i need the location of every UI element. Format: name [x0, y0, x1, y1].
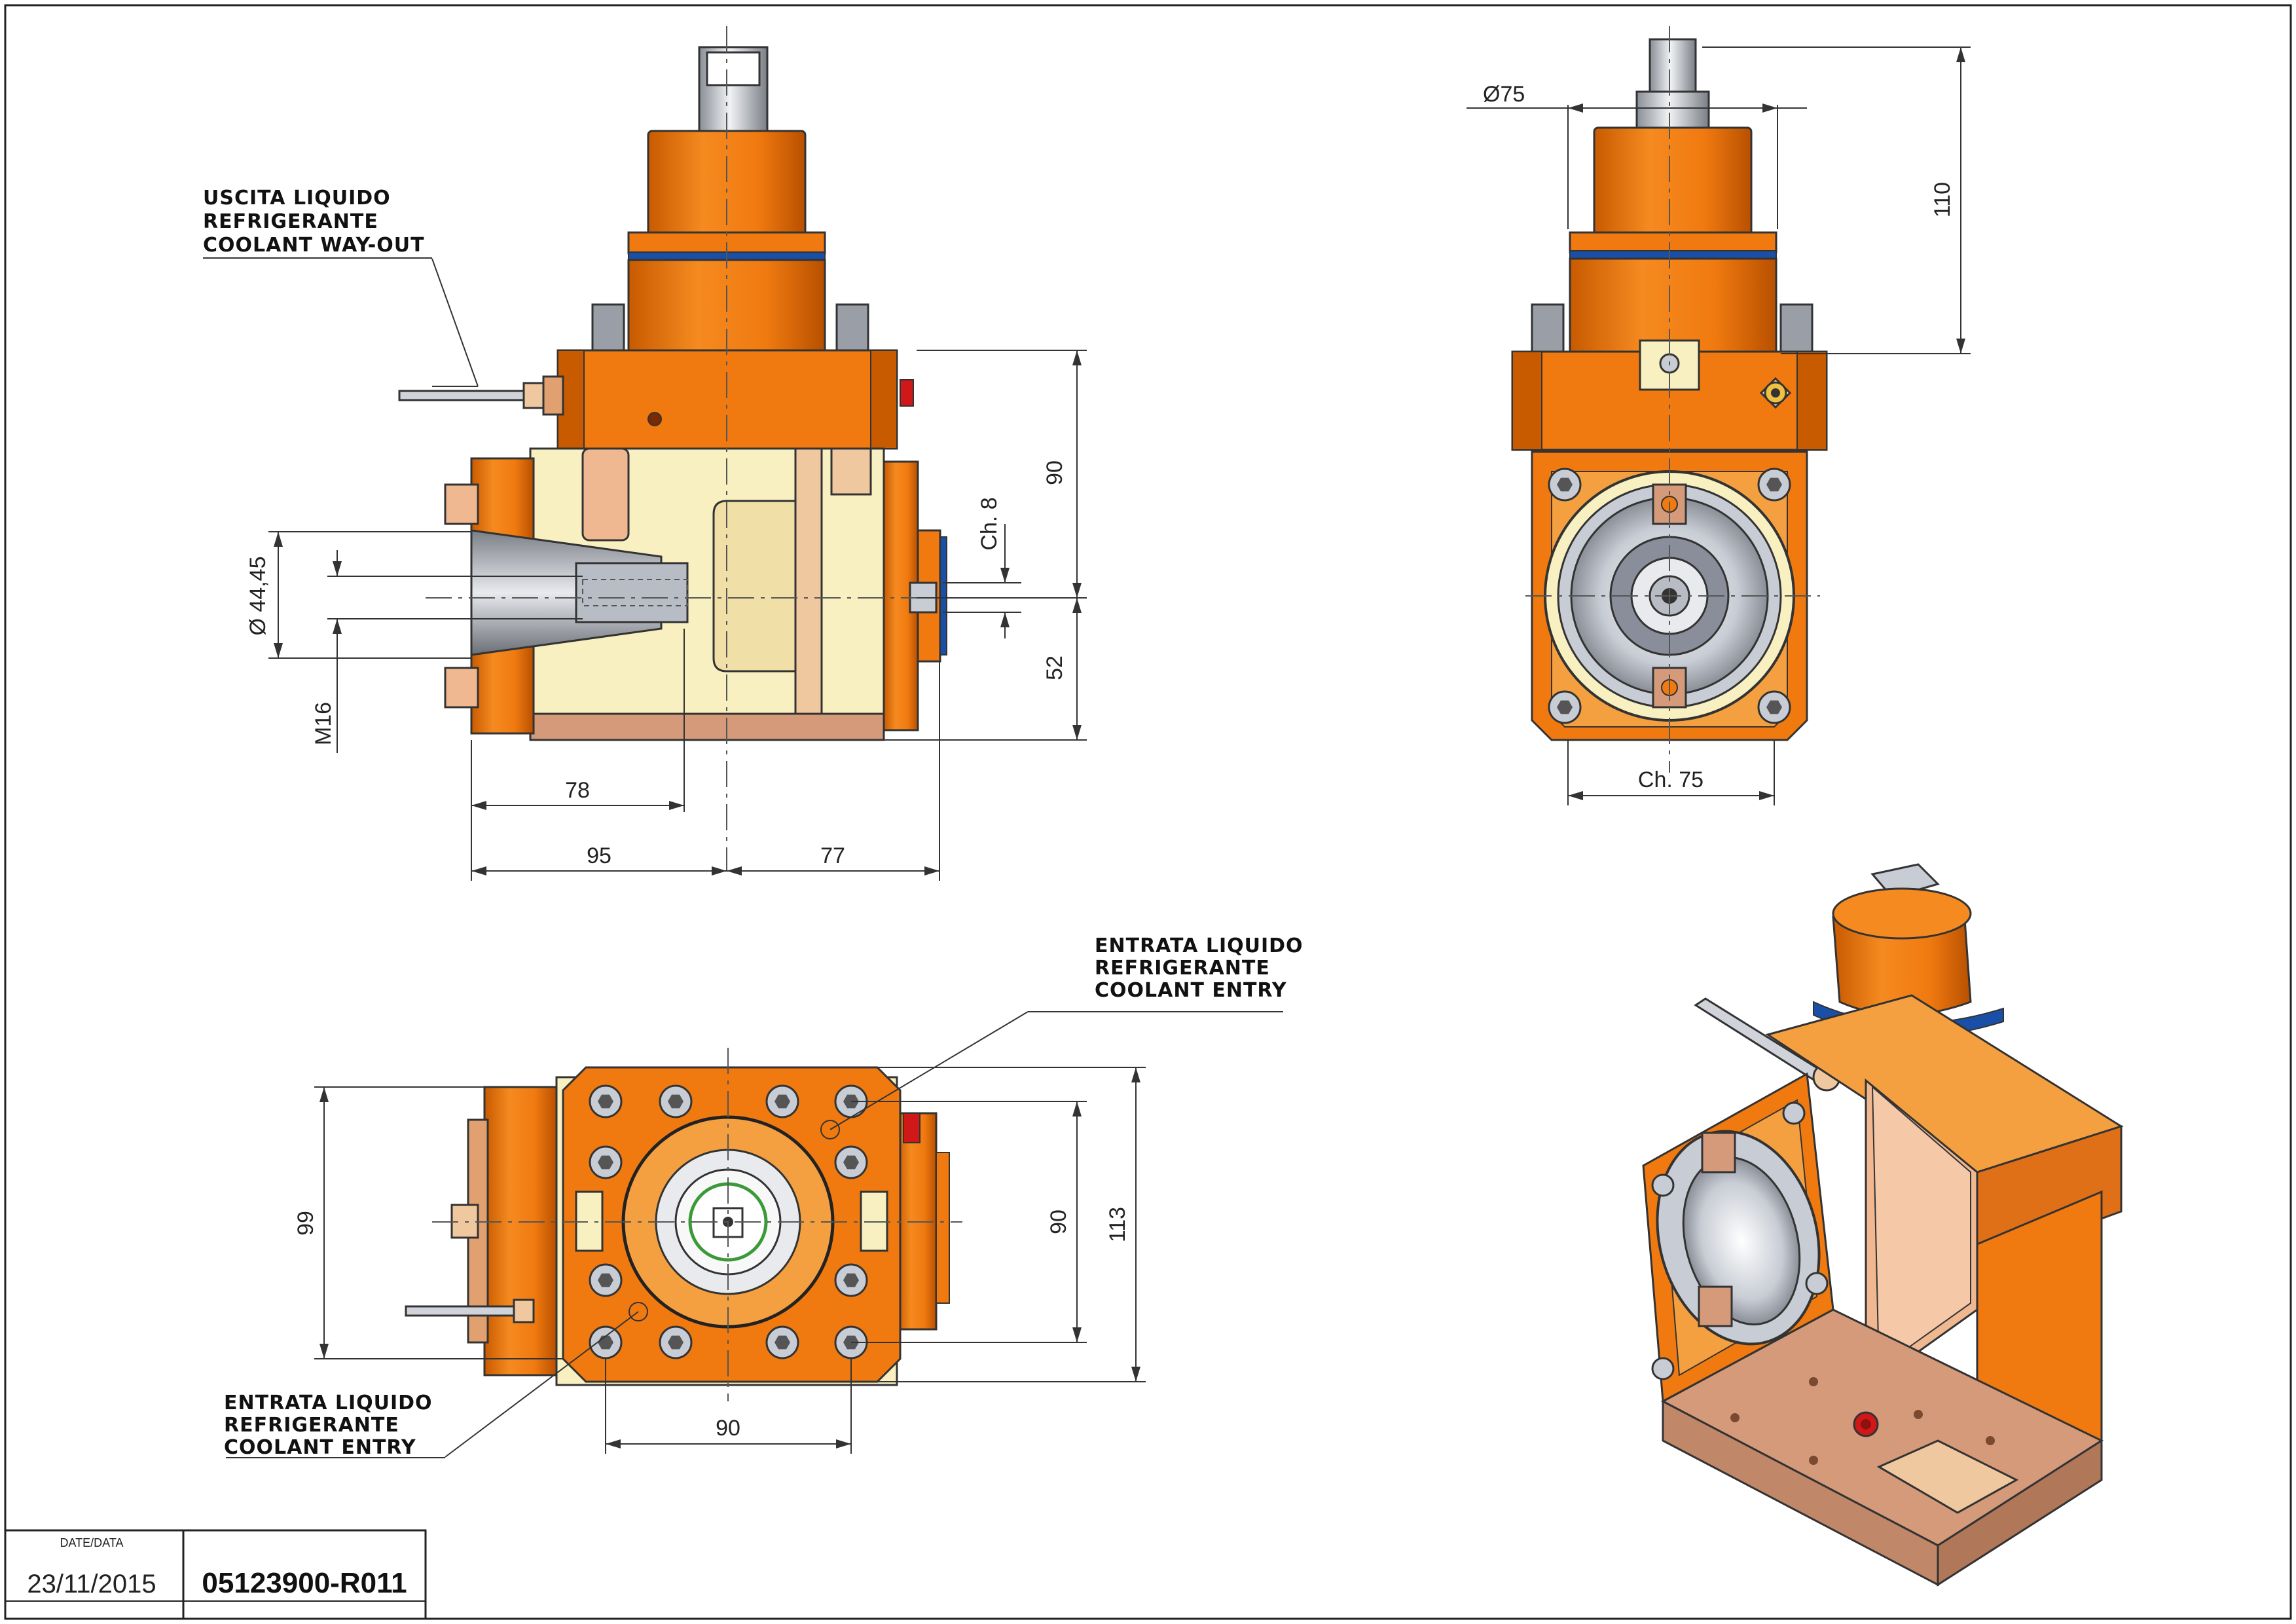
- note-coolant-in-bot-it2: REFRIGERANTE: [224, 1414, 399, 1437]
- dim-right-length: 77: [820, 843, 845, 868]
- note-coolant-in-top-en: COOLANT ENTRY: [1095, 979, 1287, 1002]
- note-coolant-in-bot-en: COOLANT ENTRY: [224, 1436, 416, 1459]
- dim-bottom-height-outer: 99: [293, 1211, 318, 1236]
- dim-shank-height: 110: [1930, 182, 1955, 217]
- dim-flange-chamfer: Ch. 75: [1638, 767, 1704, 792]
- dim-left-length: 95: [587, 843, 611, 868]
- note-coolant-in-bot-it1: ENTRATA LIQUIDO: [224, 1392, 433, 1414]
- dim-bottom-height-inner: 90: [1046, 1209, 1071, 1234]
- dim-bore-diameter: Ø 44,45: [246, 557, 270, 636]
- dim-bottom-total: 113: [1105, 1207, 1130, 1242]
- note-coolant-in-top-it2: REFRIGERANTE: [1095, 957, 1270, 980]
- date-value: 23/11/2015: [27, 1570, 156, 1598]
- isometric-view: [1642, 863, 2124, 1587]
- date-label: DATE/DATA: [60, 1536, 123, 1549]
- dim-collet-depth: 78: [565, 778, 590, 803]
- note-coolant-out-it2: REFRIGERANTE: [203, 210, 378, 233]
- part-number: 05123900-R011: [202, 1567, 407, 1599]
- sheet-border: [4, 4, 2292, 1620]
- side-view: 90 52 Ch. 8 Ø 44,45 M16 78 95 77 USCITA …: [203, 26, 1087, 881]
- dim-thread: M16: [311, 702, 336, 745]
- dim-side-height-lower: 52: [1042, 655, 1067, 680]
- dim-side-height-upper: 90: [1042, 460, 1067, 485]
- title-block: DATE/DATA 23/11/2015 05123900-R011: [4, 1529, 427, 1620]
- dim-shank-diameter: Ø75: [1483, 82, 1525, 107]
- dim-chamfer-small: Ch. 8: [977, 497, 1002, 550]
- front-view: Ø75 110 Ch. 75: [1467, 26, 1971, 805]
- note-coolant-out-it1: USCITA LIQUIDO: [203, 187, 391, 210]
- dim-bottom-width: 90: [716, 1416, 740, 1441]
- note-coolant-in-top-it1: ENTRATA LIQUIDO: [1095, 934, 1303, 957]
- note-coolant-out-en: COOLANT WAY-OUT: [203, 234, 425, 257]
- top-view: 99 90 113 90 ENTRATA LIQUIDO REFRIGERANT…: [224, 934, 1303, 1459]
